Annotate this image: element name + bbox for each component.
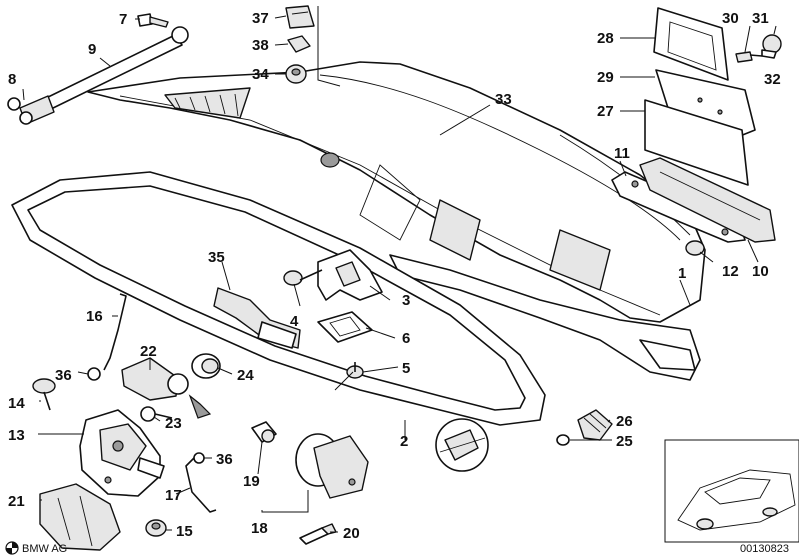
cylinder-18-part bbox=[295, 433, 369, 499]
callout-13: 13 bbox=[8, 427, 25, 444]
callout-18: 18 bbox=[251, 520, 268, 537]
gas-strut-part bbox=[7, 26, 189, 125]
callout-30: 30 bbox=[722, 10, 739, 27]
callout-21: 21 bbox=[8, 493, 25, 510]
callout-25: 25 bbox=[616, 433, 633, 450]
cap-31-32-part bbox=[761, 34, 782, 59]
actuator-24-part bbox=[191, 353, 221, 379]
plate-holder-28-part bbox=[653, 7, 729, 81]
callout-24: 24 bbox=[237, 367, 254, 384]
callout-6: 6 bbox=[402, 330, 410, 347]
callout-4: 4 bbox=[290, 313, 299, 330]
brand-text: BMW AG bbox=[22, 543, 67, 555]
callout-37: 37 bbox=[252, 10, 269, 27]
clip-37-part bbox=[285, 5, 315, 29]
nut-15-part bbox=[145, 519, 167, 537]
callout-17: 17 bbox=[165, 487, 182, 504]
rod-17-part bbox=[185, 452, 217, 513]
lock-13-part bbox=[79, 409, 165, 497]
callout-14: 14 bbox=[8, 395, 25, 412]
callout-34: 34 bbox=[252, 66, 269, 83]
screw-30-part bbox=[735, 51, 763, 63]
callout-11: 11 bbox=[614, 145, 630, 162]
grommet-12-part bbox=[685, 240, 705, 256]
striker-3-part bbox=[317, 249, 383, 301]
bmw-logo-icon bbox=[5, 541, 19, 555]
callout-12: 12 bbox=[722, 263, 739, 280]
car-thumbnail-icon bbox=[664, 439, 799, 543]
callout-2: 2 bbox=[400, 433, 408, 450]
callout-19: 19 bbox=[243, 473, 260, 490]
callout-38: 38 bbox=[252, 37, 269, 54]
callout-7: 7 bbox=[119, 11, 127, 28]
callout-22: 22 bbox=[140, 343, 157, 360]
pad-38-part bbox=[287, 35, 311, 53]
screw-7-part bbox=[137, 13, 169, 28]
trunk-lid-outer-part bbox=[87, 61, 706, 323]
callout-20: 20 bbox=[343, 525, 360, 542]
callout-36a: 36 bbox=[55, 367, 72, 384]
callout-labels: 7 8 9 37 38 34 33 28 30 31 32 29 27 11 1… bbox=[8, 10, 781, 542]
trunk-lid-inner-part bbox=[389, 254, 701, 381]
bolt-14-part bbox=[32, 378, 56, 411]
callout-3: 3 bbox=[402, 292, 410, 309]
nut-34-part bbox=[285, 64, 307, 84]
gasket-27-part bbox=[644, 99, 749, 186]
callout-27: 27 bbox=[597, 103, 614, 120]
screw-20-part bbox=[299, 523, 337, 545]
bumper-26-part bbox=[577, 409, 613, 441]
screw-4-part bbox=[283, 269, 323, 286]
drawing-number: 00130823 bbox=[740, 543, 789, 555]
callout-23: 23 bbox=[165, 415, 182, 432]
callout-1: 1 bbox=[678, 265, 686, 282]
cable-16-part bbox=[87, 293, 127, 381]
screw-23-part bbox=[140, 406, 173, 422]
callout-36b: 36 bbox=[216, 451, 233, 468]
callout-31: 31 bbox=[752, 10, 769, 27]
callout-5: 5 bbox=[402, 360, 410, 377]
callout-28: 28 bbox=[597, 30, 614, 47]
plate-29-part bbox=[655, 69, 756, 137]
callout-32: 32 bbox=[764, 71, 781, 88]
callout-10: 10 bbox=[752, 263, 769, 280]
callout-8: 8 bbox=[8, 71, 16, 88]
callout-35: 35 bbox=[208, 249, 225, 266]
seal-detail-callout bbox=[435, 418, 489, 472]
callout-16: 16 bbox=[86, 308, 103, 325]
motor-21-part bbox=[39, 483, 121, 551]
seal-part bbox=[11, 171, 546, 426]
switch-19-part bbox=[251, 421, 277, 443]
leader-lines bbox=[22, 15, 777, 533]
callout-15: 15 bbox=[176, 523, 193, 540]
bracket-35-part bbox=[213, 287, 301, 349]
callout-29: 29 bbox=[597, 69, 614, 86]
handle-bar-10-part bbox=[639, 157, 776, 243]
callout-9: 9 bbox=[88, 41, 96, 58]
callout-26: 26 bbox=[616, 413, 633, 430]
actuator-22-part bbox=[121, 357, 212, 419]
ring-25-part bbox=[556, 434, 570, 446]
callout-33: 33 bbox=[495, 91, 512, 108]
